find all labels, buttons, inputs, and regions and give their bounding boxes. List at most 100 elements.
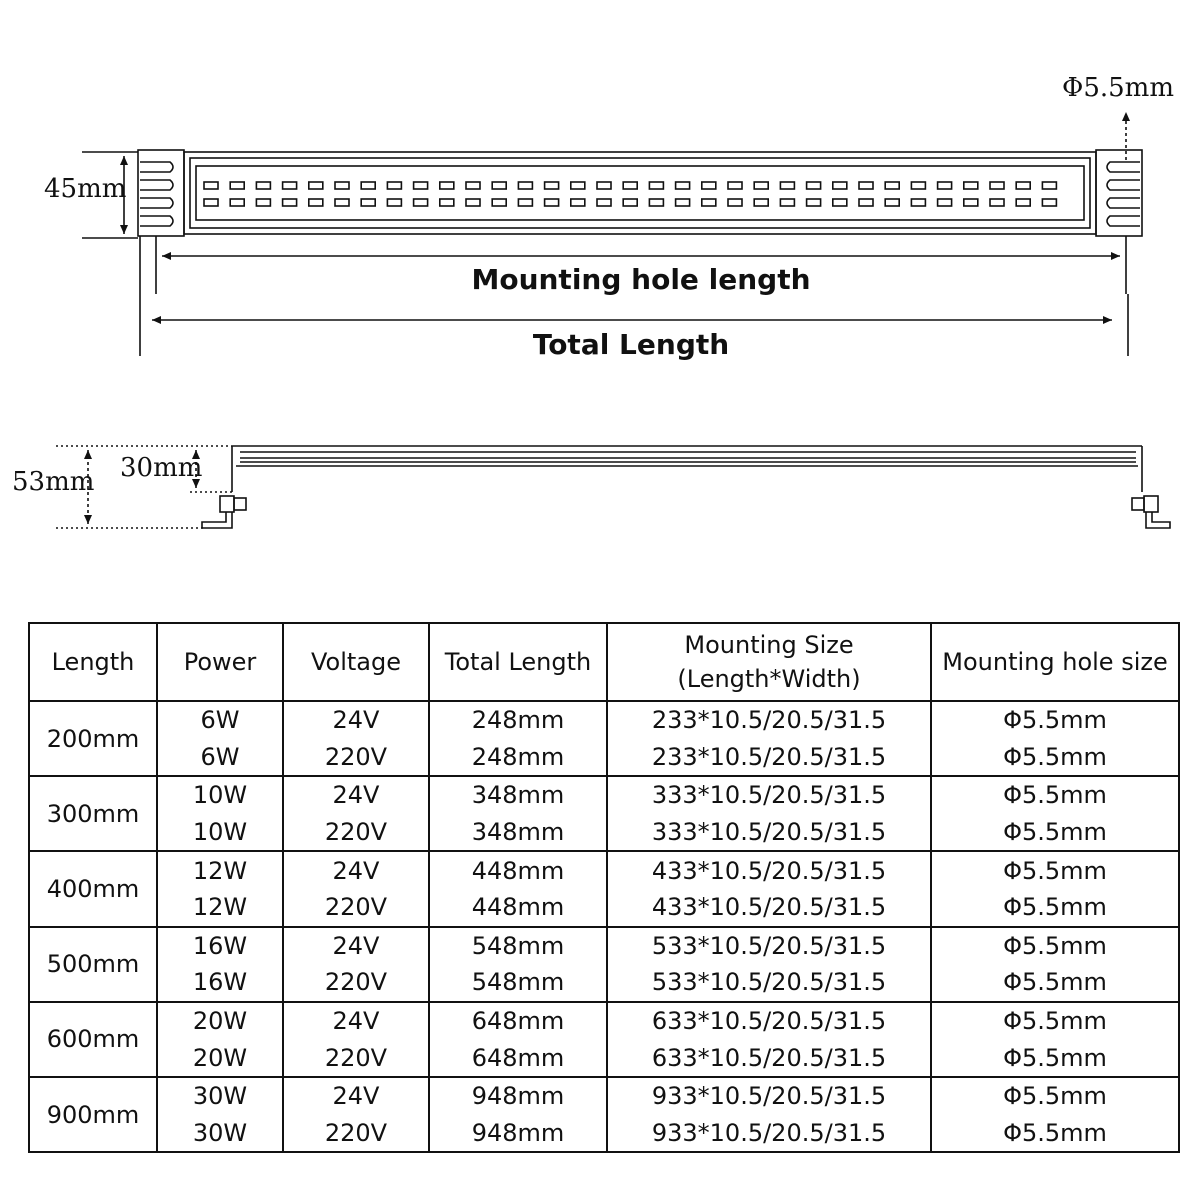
led-array [203, 181, 1058, 207]
side-view [56, 445, 1171, 529]
led-chip [596, 181, 612, 190]
led-chip [779, 181, 796, 190]
cell-length: 400mm [28, 850, 158, 928]
total-length-label: Total Length [533, 328, 729, 361]
lamp-body [183, 151, 1097, 235]
cell-mounting-size: 333*10.5/20.5/31.5 [606, 775, 932, 814]
led-chip [203, 198, 219, 207]
cell-power: 30W [156, 1114, 284, 1154]
cell-voltage: 220V [282, 964, 430, 1003]
led-chip [753, 198, 770, 207]
led-chip [805, 181, 822, 190]
led-chip [1015, 198, 1032, 207]
cell-voltage: 220V [282, 738, 430, 778]
side-left-bracket [201, 495, 247, 529]
led-chip [700, 198, 717, 207]
cell-voltage: 220V [282, 888, 430, 928]
cell-power: 6W [156, 738, 284, 778]
led-chip [386, 198, 403, 207]
cell-voltage: 24V [282, 1000, 430, 1040]
led-chip [858, 198, 874, 207]
cell-power: 10W [156, 813, 284, 853]
cell-voltage: 24V [282, 775, 430, 814]
cell-total-length: 548mm [428, 964, 608, 1003]
cell-length: 900mm [28, 1075, 158, 1154]
led-chip [936, 198, 953, 207]
led-chip [203, 181, 219, 190]
cell-mounting-size: 433*10.5/20.5/31.5 [606, 888, 932, 928]
led-chip [962, 181, 979, 190]
cell-total-length: 548mm [428, 925, 608, 965]
led-chip [910, 198, 927, 207]
cell-mounting-hole-size: Φ5.5mm [930, 925, 1180, 965]
cell-total-length: 448mm [428, 850, 608, 889]
cell-mounting-size: 933*10.5/20.5/31.5 [606, 1114, 932, 1154]
led-chip [255, 198, 272, 207]
led-chip [989, 198, 1005, 207]
led-chip [386, 181, 403, 190]
led-chip [517, 181, 534, 190]
spec-table: Length Power Voltage Total Length Mounti… [28, 622, 1180, 1154]
cell-mounting-hole-size: Φ5.5mm [930, 1000, 1180, 1040]
header-total-length: Total Length [428, 622, 608, 702]
led-chip [727, 198, 743, 207]
led-chip [674, 181, 691, 190]
cell-voltage: 220V [282, 1114, 430, 1154]
cell-mounting-size: 433*10.5/20.5/31.5 [606, 850, 932, 889]
led-chip [858, 181, 874, 190]
cell-length: 500mm [28, 925, 158, 1003]
led-chip [307, 181, 324, 190]
cell-total-length: 648mm [428, 1000, 608, 1040]
cell-mounting-size: 533*10.5/20.5/31.5 [606, 925, 932, 965]
led-chip [674, 198, 691, 207]
cell-mounting-hole-size: Φ5.5mm [930, 738, 1180, 778]
led-chip [910, 181, 927, 190]
led-chip [1041, 181, 1058, 190]
led-chip [307, 198, 324, 207]
led-chip [805, 198, 822, 207]
cell-voltage: 24V [282, 1075, 430, 1115]
cell-voltage: 220V [282, 813, 430, 853]
cell-total-length: 648mm [428, 1039, 608, 1078]
header-mounting-hole-size: Mounting hole size [930, 622, 1180, 702]
cell-total-length: 348mm [428, 775, 608, 814]
cell-voltage: 24V [282, 700, 430, 739]
cell-mounting-size: 333*10.5/20.5/31.5 [606, 813, 932, 853]
led-chip [360, 181, 377, 190]
led-chip [753, 181, 770, 190]
side-body [231, 445, 1143, 492]
led-chip [831, 181, 848, 190]
led-chip [648, 198, 665, 207]
cell-total-length: 448mm [428, 888, 608, 928]
led-chip [543, 181, 560, 190]
cell-power: 6W [156, 700, 284, 739]
cell-mounting-hole-size: Φ5.5mm [930, 1114, 1180, 1154]
right-end-bracket [1095, 149, 1143, 237]
side-body-height-label: 30mm [120, 453, 202, 483]
led-chip [989, 181, 1005, 190]
cell-power: 12W [156, 850, 284, 889]
led-chip [491, 198, 508, 207]
led-chip [962, 198, 979, 207]
header-voltage: Voltage [282, 622, 430, 702]
cell-power: 12W [156, 888, 284, 928]
led-chip [831, 198, 848, 207]
cell-voltage: 220V [282, 1039, 430, 1078]
led-chip [884, 181, 901, 190]
mounting-hole-length-label: Mounting hole length [471, 263, 810, 296]
cell-total-length: 948mm [428, 1114, 608, 1154]
cell-power: 16W [156, 925, 284, 965]
cell-voltage: 24V [282, 850, 430, 889]
led-chip [1041, 198, 1058, 207]
cell-mounting-size: 533*10.5/20.5/31.5 [606, 964, 932, 1003]
cell-mounting-size: 633*10.5/20.5/31.5 [606, 1000, 932, 1040]
led-chip [700, 181, 717, 190]
led-chip [648, 181, 665, 190]
